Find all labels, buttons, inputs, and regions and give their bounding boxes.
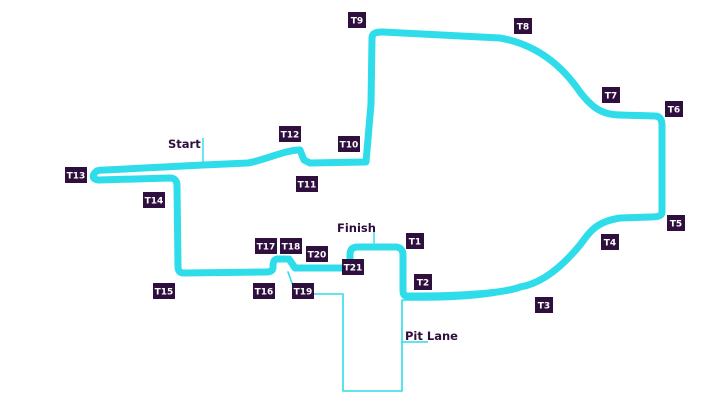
turn-marker-t17: T17	[255, 238, 277, 254]
track-path	[89, 28, 666, 300]
svg-text:T20: T20	[308, 251, 327, 261]
svg-text:T18: T18	[282, 243, 301, 253]
turn-marker-t21: T21	[342, 259, 364, 275]
turn-marker-t5: T5	[667, 215, 685, 231]
turn-marker-t3: T3	[535, 297, 553, 313]
turn-marker-t10: T10	[338, 136, 360, 152]
svg-text:T8: T8	[517, 23, 529, 33]
svg-text:T4: T4	[604, 239, 616, 249]
svg-text:T3: T3	[538, 302, 550, 312]
turn-marker-t14: T14	[143, 192, 165, 208]
turn-marker-t6: T6	[665, 101, 683, 117]
svg-text:T5: T5	[670, 220, 682, 230]
svg-text:T12: T12	[281, 131, 300, 141]
turn-marker-t1: T1	[406, 233, 424, 249]
turn-marker-t4: T4	[601, 234, 619, 250]
svg-text:T21: T21	[344, 264, 363, 274]
svg-text:T9: T9	[351, 17, 363, 27]
turn-marker-t15: T15	[153, 283, 175, 299]
svg-text:T14: T14	[145, 197, 164, 207]
turn-marker-t12: T12	[279, 126, 301, 142]
turn-marker-t9: T9	[348, 12, 366, 28]
svg-text:T6: T6	[668, 106, 680, 116]
turn-marker-t13: T13	[65, 167, 87, 183]
svg-text:T7: T7	[605, 92, 617, 102]
start-label: Start	[168, 137, 201, 151]
svg-text:T10: T10	[340, 141, 359, 151]
svg-text:T11: T11	[298, 181, 317, 191]
finish-label: Finish	[337, 221, 376, 235]
turn-marker-t2: T2	[414, 274, 432, 290]
turn-marker-t18: T18	[280, 238, 302, 254]
turn-marker-t11: T11	[296, 176, 318, 192]
turn-marker-t19: T19	[292, 283, 314, 299]
turn-marker-t8: T8	[514, 18, 532, 34]
svg-text:T2: T2	[417, 279, 429, 289]
svg-text:T13: T13	[67, 172, 86, 182]
turn-marker-t20: T20	[306, 246, 328, 262]
svg-text:T17: T17	[257, 243, 276, 253]
svg-text:T16: T16	[255, 288, 274, 298]
svg-text:T19: T19	[294, 288, 313, 298]
pit-lane-label: Pit Lane	[405, 329, 458, 343]
svg-text:T1: T1	[409, 238, 421, 248]
svg-text:T15: T15	[155, 288, 174, 298]
turn-marker-t16: T16	[253, 283, 275, 299]
turn-marker-t7: T7	[602, 87, 620, 103]
